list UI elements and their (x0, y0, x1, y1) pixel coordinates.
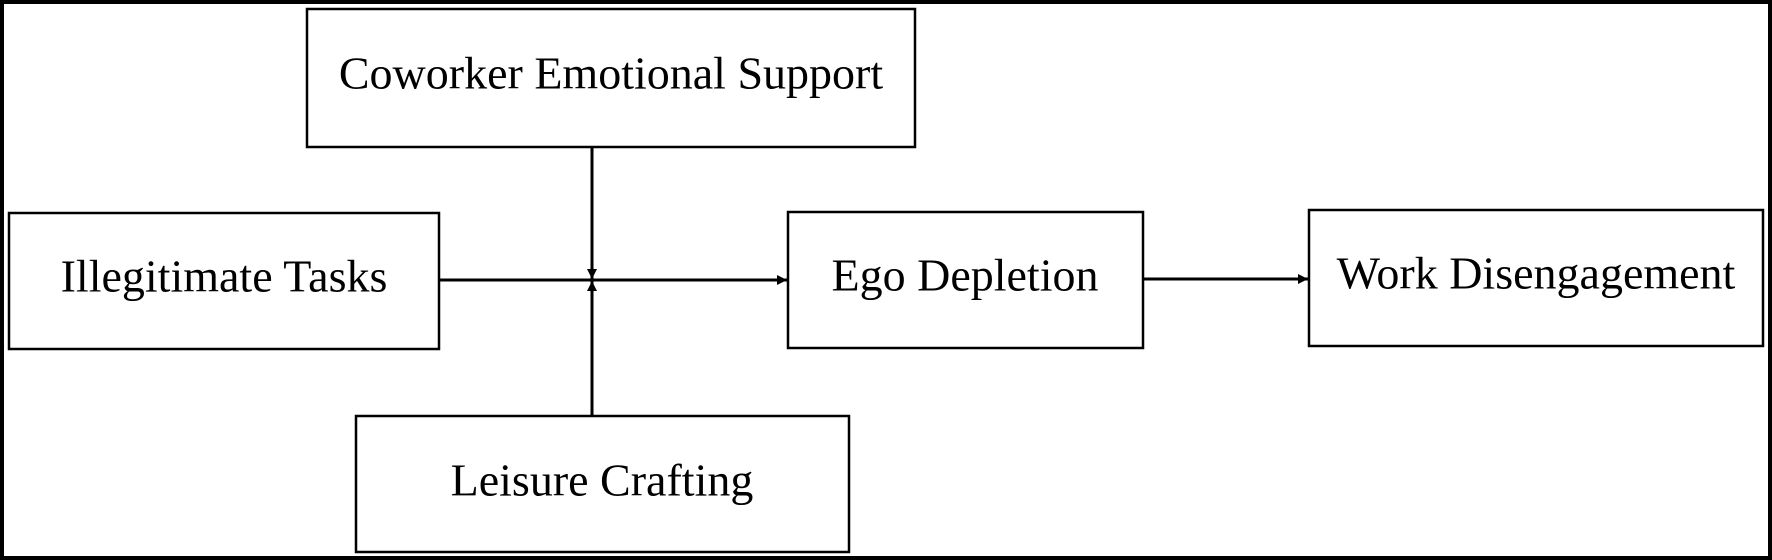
node-box (7, 211, 441, 351)
node-work-disengagement: Work Disengagement (1307, 208, 1765, 348)
node-label: Leisure Crafting (451, 455, 754, 506)
node-box (1307, 208, 1765, 348)
node-illegitimate-tasks: Illegitimate Tasks (7, 211, 441, 351)
node-box (354, 414, 851, 554)
node-coworker-emotional-support: Coworker Emotional Support (305, 7, 917, 149)
node-ego-depletion: Ego Depletion (786, 210, 1145, 350)
node-box (786, 210, 1145, 350)
node-box (305, 7, 917, 149)
node-label: Illegitimate Tasks (61, 251, 388, 302)
node-label: Work Disengagement (1337, 248, 1736, 299)
node-leisure-crafting: Leisure Crafting (354, 414, 851, 554)
node-label: Ego Depletion (832, 250, 1099, 301)
node-label: Coworker Emotional Support (339, 48, 883, 99)
